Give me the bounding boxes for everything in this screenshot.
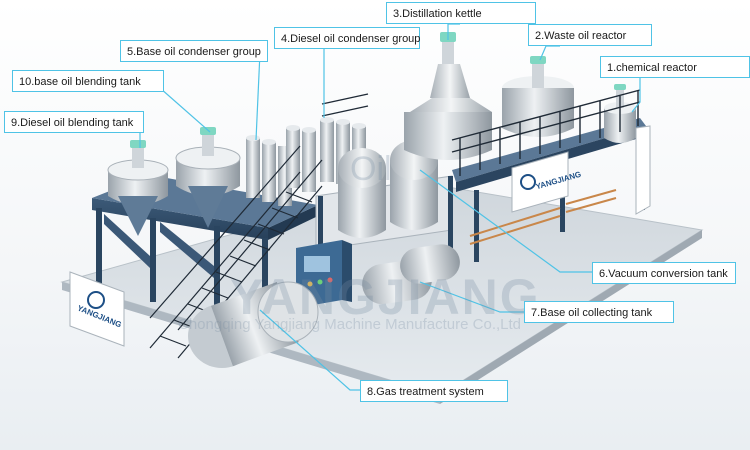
platform-railing: [321, 89, 641, 176]
leader-5: [255, 51, 261, 141]
right-brand-sign: [511, 151, 569, 213]
label-gas-treatment-system: 8.Gas treatment system: [360, 380, 508, 402]
label-base-oil-collecting-tank: 7.Base oil collecting tank: [524, 301, 674, 323]
distillation-kettle: [404, 32, 492, 160]
label-waste-oil-reactor: 2.Waste oil reactor: [528, 24, 652, 46]
label-base-oil-blending-tank: 10.base oil blending tank: [12, 70, 164, 92]
base-oil-collecting-tanks: [362, 244, 460, 305]
right-side-panel: [635, 125, 651, 215]
diesel-blending-tank: [107, 140, 169, 236]
leader-1: [631, 78, 641, 113]
leader-8: [259, 309, 360, 391]
leader-3: [447, 23, 460, 40]
left-brand-sign: [69, 271, 125, 347]
base-oil-blending-tank: [175, 127, 241, 228]
label-diesel-condenser-group: 4.Diesel oil condenser group: [274, 27, 420, 49]
label-vacuum-conversion-tank: 6.Vacuum conversion tank: [592, 262, 736, 284]
waste-oil-reactor: [502, 56, 574, 137]
pipe-rack: [469, 189, 617, 245]
leader-2: [539, 45, 560, 61]
label-diesel-blending-tank: 9.Diesel oil blending tank: [4, 111, 144, 133]
label-chemical-reactor: 1.chemical reactor: [600, 56, 750, 78]
vacuum-conversion-tanks: [338, 140, 438, 238]
leader-7: [419, 281, 524, 313]
label-base-oil-condenser-group: 5.Base oil condenser group: [120, 40, 268, 62]
label-distillation-kettle: 3.Distillation kettle: [386, 2, 536, 24]
leader-6: [419, 169, 596, 273]
gas-treatment-cylinder: [188, 281, 319, 368]
